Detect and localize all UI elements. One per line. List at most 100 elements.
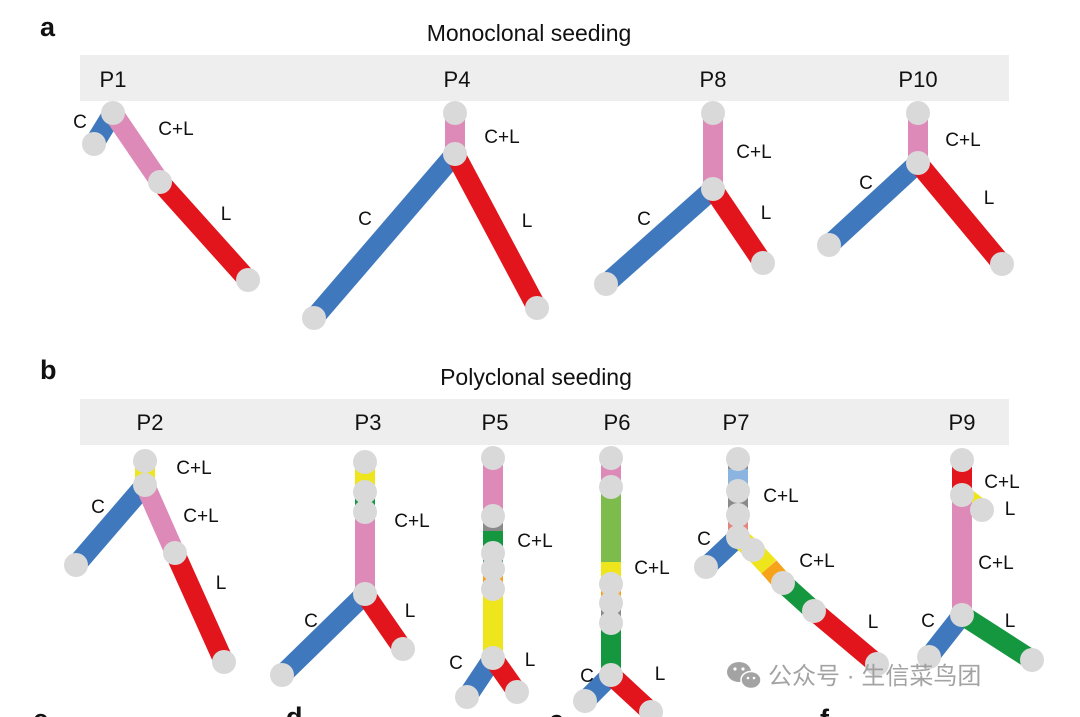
- tree-node: [505, 680, 529, 704]
- edge-label-cl: C+L: [763, 486, 798, 507]
- tree-node: [133, 473, 157, 497]
- branch-p2: [68, 478, 153, 572]
- tree-node: [950, 603, 974, 627]
- branch-p8: [704, 183, 772, 269]
- tree-node: [82, 132, 106, 156]
- tree-node: [455, 685, 479, 709]
- tree-node: [481, 646, 505, 670]
- tree-name-p1: P1: [100, 67, 127, 92]
- tree-node: [726, 479, 750, 503]
- edge-label-c: C: [859, 173, 873, 194]
- edge-label-cl: C+L: [945, 130, 980, 151]
- edge-label-cl: C+L: [634, 558, 669, 579]
- edge-label-c: C: [91, 497, 105, 518]
- tree-node: [353, 500, 377, 524]
- edge-label-l: L: [655, 664, 666, 685]
- branch-p1: [104, 107, 169, 188]
- tree-node: [701, 101, 725, 125]
- tree-node: [594, 272, 618, 296]
- edge-label-cl: C+L: [984, 472, 1019, 493]
- edge-label-cl: C+L: [517, 531, 552, 552]
- tree-node: [802, 599, 826, 623]
- panel-letter-c: c: [33, 704, 48, 717]
- tree-node: [599, 663, 623, 687]
- branch-p4: [446, 149, 546, 313]
- tree-node: [906, 101, 930, 125]
- edge-label-l: L: [1005, 499, 1016, 520]
- tree-p1: P1 C C+L L: [73, 67, 231, 225]
- tree-name-p2: P2: [137, 410, 164, 435]
- tree-name-p3: P3: [355, 410, 382, 435]
- edge-label-cl: C+L: [736, 142, 771, 163]
- watermark-text: 公众号 · 生信菜鸟团: [768, 663, 981, 690]
- edge-label-cl: C+L: [394, 511, 429, 532]
- edge-label-l: L: [522, 211, 533, 232]
- tree-node: [212, 650, 236, 674]
- edge-label-cl: C+L: [183, 506, 218, 527]
- panel-title-b: Polyclonal seeding: [440, 364, 632, 390]
- tree-node: [599, 591, 623, 615]
- tree-node: [443, 142, 467, 166]
- tree-node: [481, 577, 505, 601]
- branch-p2: [135, 480, 185, 558]
- tree-node: [443, 101, 467, 125]
- branch-p7: [807, 603, 884, 672]
- edge-label-cl: C+L: [484, 127, 519, 148]
- tree-node: [1020, 648, 1044, 672]
- tree-node: [817, 233, 841, 257]
- tree-name-p10: P10: [898, 67, 937, 92]
- tree-node: [391, 637, 415, 661]
- tree-node: [726, 447, 750, 471]
- edge-label-c: C: [580, 666, 594, 687]
- tree-node: [163, 541, 187, 565]
- tree-p9: P9 C+L L C+L C L: [921, 410, 1020, 632]
- tree-node: [133, 449, 157, 473]
- watermark: 公众号 · 生信菜鸟团: [727, 662, 981, 690]
- tree-node: [599, 572, 623, 596]
- tree-node: [236, 268, 260, 292]
- tree-node: [270, 663, 294, 687]
- tree-node: [302, 306, 326, 330]
- tree-node: [599, 611, 623, 635]
- panel-letter-d: d: [286, 702, 303, 717]
- branch-p9: [956, 606, 1038, 669]
- edge-label-l: L: [216, 573, 227, 594]
- edge-label-cl: C+L: [176, 458, 211, 479]
- tree-node: [353, 480, 377, 504]
- edge-label-l: L: [1005, 611, 1016, 632]
- edge-label-cl: C+L: [158, 119, 193, 140]
- branch-p10: [822, 155, 925, 253]
- tree-node: [751, 251, 775, 275]
- tree-name-band-b: [80, 399, 1009, 445]
- tree-node: [701, 177, 725, 201]
- tree-node: [726, 503, 750, 527]
- tree-p8: P8 C+L C L: [637, 67, 772, 230]
- tree-node: [990, 252, 1014, 276]
- tree-p2: P2 C+L C C+L L: [91, 410, 226, 594]
- tree-name-p8: P8: [700, 67, 727, 92]
- tree-node: [741, 538, 765, 562]
- tree-p10: P10 C+L C L: [859, 67, 994, 209]
- edge-label-l: L: [868, 612, 879, 633]
- tree-node: [353, 450, 377, 474]
- panel-letter-a: a: [40, 12, 56, 42]
- tree-node: [481, 504, 505, 528]
- tree-node: [64, 553, 88, 577]
- tree-node: [599, 446, 623, 470]
- branch-p3: [275, 586, 372, 683]
- tree-p6: P6 C+L C L: [580, 410, 670, 687]
- trees-layer: [64, 101, 1044, 717]
- tree-node: [694, 555, 718, 579]
- tree-node: [950, 483, 974, 507]
- edge-label-l: L: [525, 650, 536, 671]
- edge-label-c: C: [358, 209, 372, 230]
- tree-node: [573, 689, 597, 713]
- edge-label-c: C: [921, 611, 935, 632]
- tree-name-p5: P5: [482, 410, 509, 435]
- branch-p10: [910, 156, 1010, 271]
- tree-name-p6: P6: [604, 410, 631, 435]
- tree-node: [771, 571, 795, 595]
- edge-label-c: C: [73, 112, 87, 133]
- branch-p4: [306, 147, 463, 325]
- tree-name-p4: P4: [444, 67, 471, 92]
